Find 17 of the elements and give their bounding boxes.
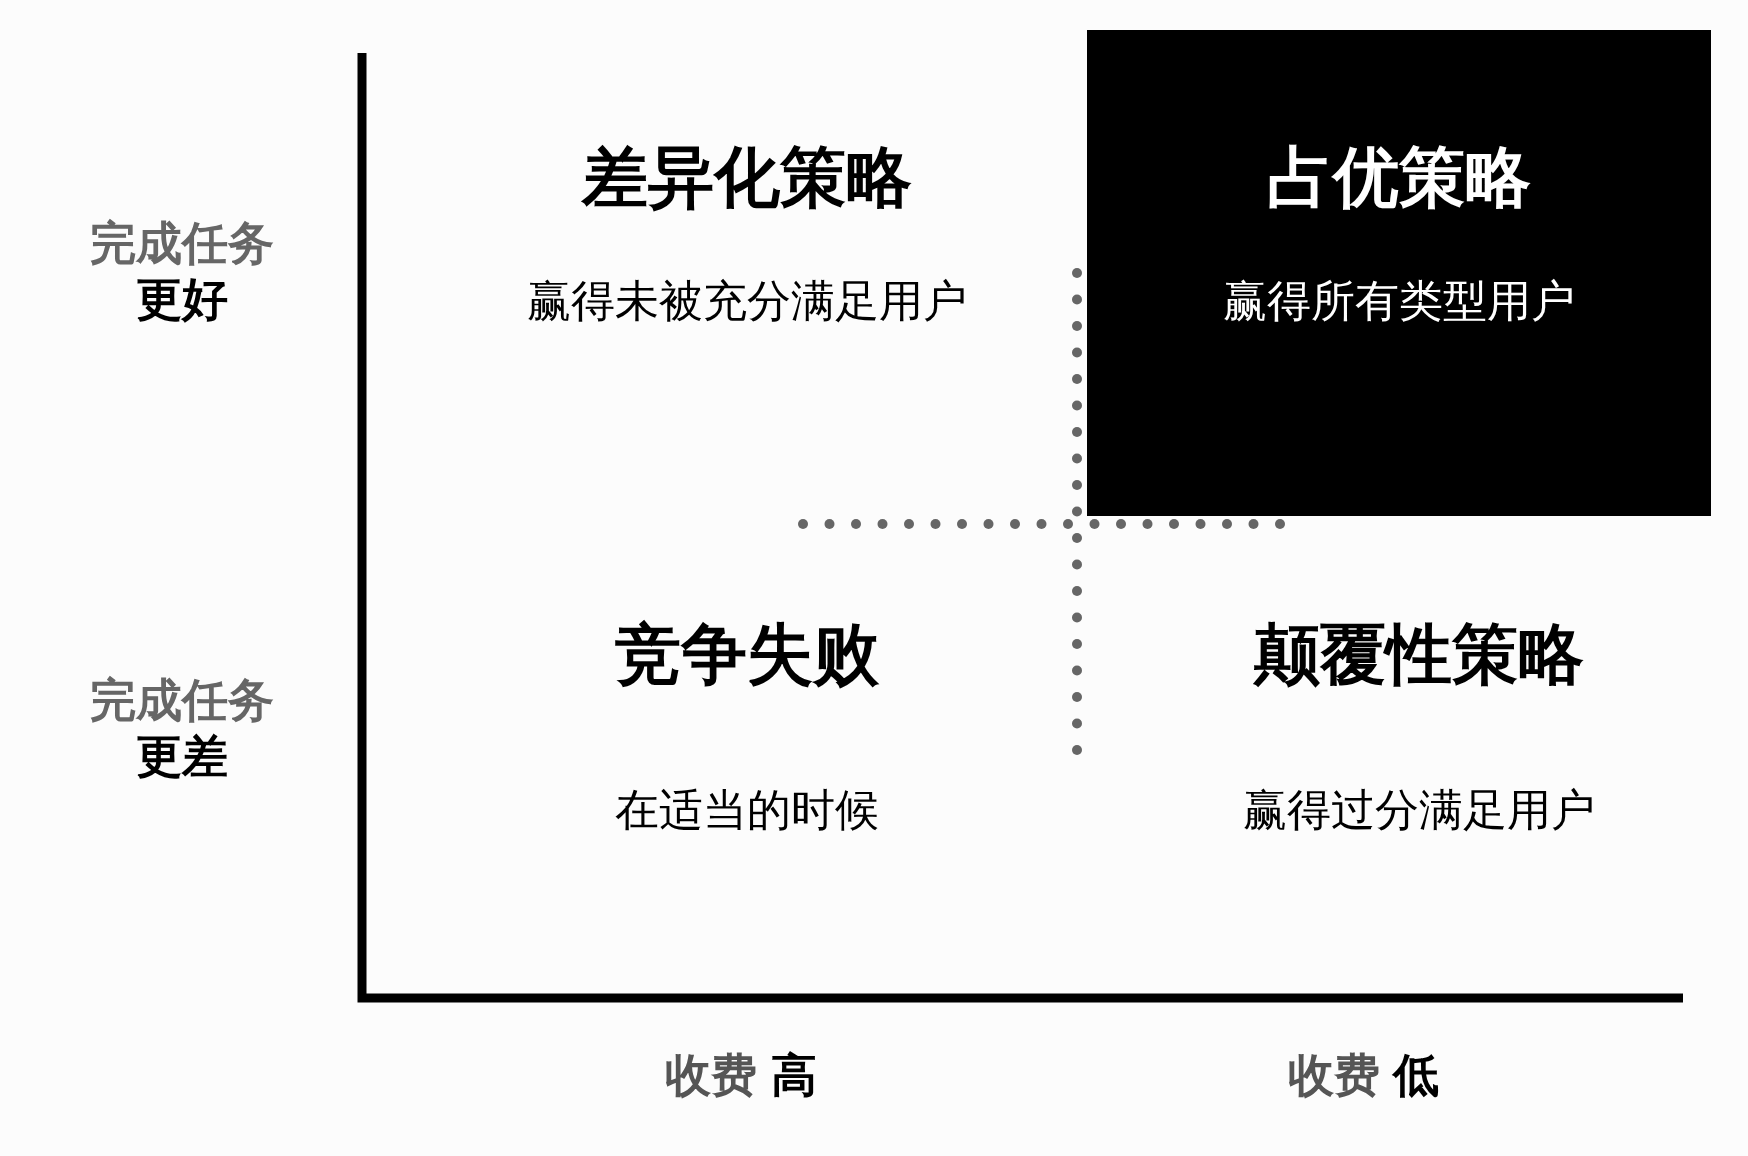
axis-label: 更好 [136, 273, 228, 325]
quadrant-title: 占优策略 [1267, 141, 1531, 215]
axis-label: 高 [771, 1049, 817, 1101]
quadrant-box [1087, 30, 1711, 516]
quadrant-subtitle: 赢得过分满足用户 [1243, 785, 1595, 835]
axis-label: 收费 [1288, 1049, 1380, 1101]
axis-label: 更差 [136, 730, 228, 782]
axis-label: 完成任务 [90, 674, 274, 726]
axis-label: 完成任务 [90, 217, 274, 269]
axis-label: 低 [1393, 1049, 1439, 1101]
quadrant-title: 竞争失败 [615, 618, 879, 692]
quadrant-subtitle: 赢得未被充分满足用户 [527, 276, 967, 326]
quadrant-subtitle: 赢得所有类型用户 [1223, 276, 1575, 326]
quadrant-subtitle: 在适当的时候 [615, 785, 879, 835]
quadrant-title: 颠覆性策略 [1254, 618, 1584, 692]
quadrant-title: 差异化策略 [582, 141, 912, 215]
axis-label: 收费 [665, 1049, 757, 1101]
